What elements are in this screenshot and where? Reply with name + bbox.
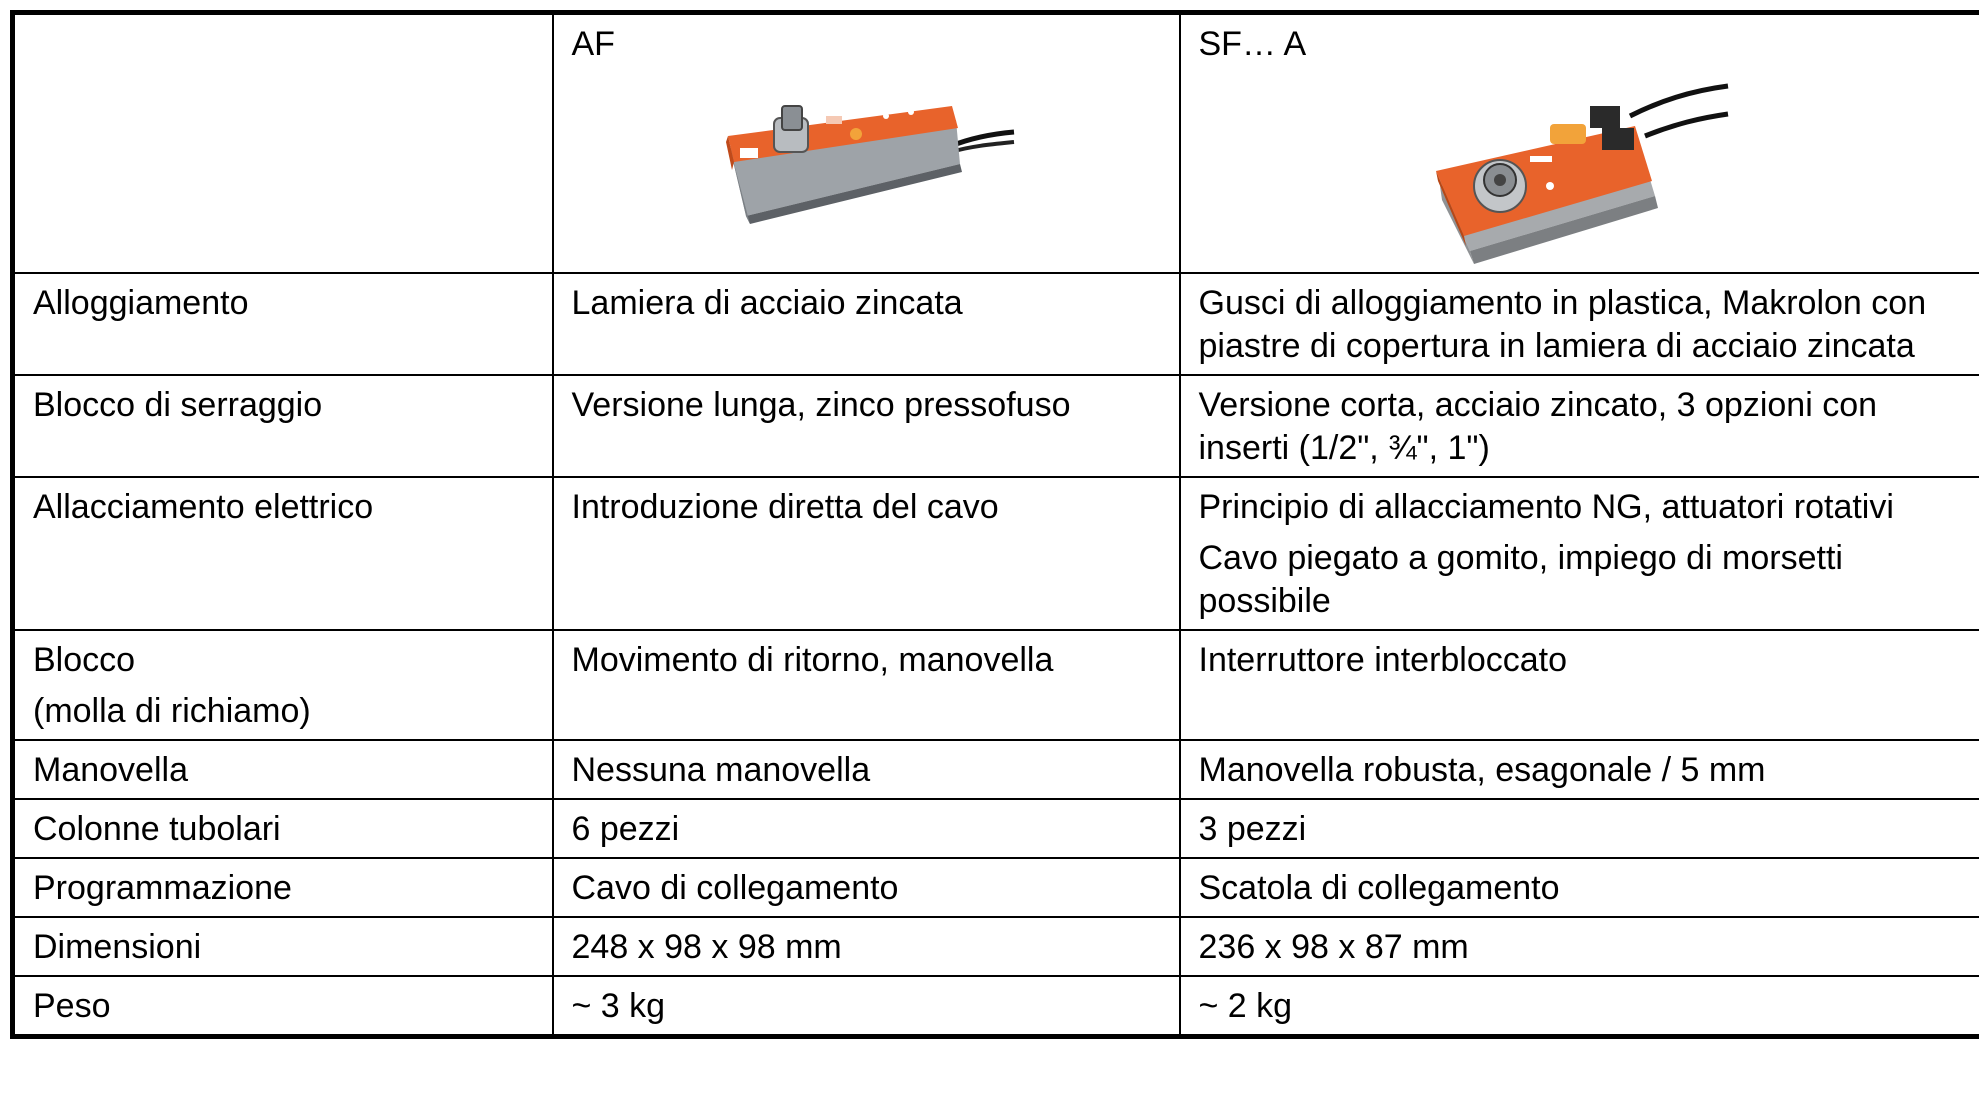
row-label: Allacciamento elettrico (11, 476, 554, 631)
sf-cell-text: Scatola di collegamento (1198, 869, 1560, 907)
table-row: Colonne tubolari 6 pezzi 3 pezzi (11, 798, 1979, 859)
row-label-text: Alloggiamento (33, 284, 249, 322)
table-row: Programmazione Cavo di collegamento Scat… (11, 857, 1979, 918)
row-label-text: Colonne tubolari (33, 810, 281, 848)
header-sf-label: SF… A (1198, 25, 1307, 63)
row-label: Alloggiamento (11, 272, 554, 376)
sf-cell: Manovella robusta, esagonale / 5 mm (1178, 739, 1979, 800)
sf-cell-text: Interruttore interbloccato (1198, 641, 1568, 679)
af-cell-text: Introduzione diretta del cavo (571, 488, 999, 526)
header-af: AF (551, 11, 1181, 274)
sf-cell: 3 pezzi (1178, 798, 1979, 859)
table-row: Manovella Nessuna manovella Manovella ro… (11, 739, 1979, 800)
sf-cell-text: Gusci di alloggiamento in plastica, Makr… (1198, 284, 1927, 365)
table-row: Blocco (molla di richiamo) Movimento di … (11, 629, 1979, 741)
row-label: Peso (11, 975, 554, 1038)
row-label-subtext: (molla di richiamo) (33, 692, 311, 730)
header-row: AF (11, 11, 1979, 274)
sf-cell: Principio di allacciamento NG, attuatori… (1178, 476, 1979, 631)
sf-cell: Versione corta, acciaio zincato, 3 opzio… (1178, 374, 1979, 478)
row-label-text: Manovella (33, 751, 188, 789)
af-cell: 248 x 98 x 98 mm (551, 916, 1181, 977)
sf-cell-text: 3 pezzi (1198, 810, 1307, 848)
table-row: Allacciamento elettrico Introduzione dir… (11, 476, 1979, 631)
sf-cell: 236 x 98 x 87 mm (1178, 916, 1979, 977)
af-cell-text: ~ 3 kg (571, 987, 666, 1025)
table-row: Dimensioni 248 x 98 x 98 mm 236 x 98 x 8… (11, 916, 1979, 977)
row-label-text: Programmazione (33, 869, 292, 907)
row-label: Colonne tubolari (11, 798, 554, 859)
af-cell: Cavo di collegamento (551, 857, 1181, 918)
row-label-text: Allacciamento elettrico (33, 488, 374, 526)
af-cell: Versione lunga, zinco pressofuso (551, 374, 1181, 478)
af-cell-text: Movimento di ritorno, manovella (571, 641, 1054, 679)
af-cell-text: 248 x 98 x 98 mm (571, 928, 842, 966)
af-cell: ~ 3 kg (551, 975, 1181, 1038)
header-af-label: AF (571, 25, 615, 63)
sf-cell: ~ 2 kg (1178, 975, 1979, 1038)
row-label-text: Blocco (33, 641, 136, 679)
header-empty-cell (11, 11, 554, 274)
sf-cell: Interruttore interbloccato (1178, 629, 1979, 741)
af-cell-text: Nessuna manovella (571, 751, 871, 789)
row-label-text: Blocco di serraggio (33, 386, 323, 424)
row-label-text: Dimensioni (33, 928, 202, 966)
row-label: Manovella (11, 739, 554, 800)
table-row: Peso ~ 3 kg ~ 2 kg (11, 975, 1979, 1038)
af-actuator-image (726, 105, 1015, 224)
sf-cell-text: Cavo piegato a gomito, impiego di morset… (1198, 539, 1843, 620)
af-cell-text: Cavo di collegamento (571, 869, 899, 907)
table-row: Alloggiamento Lamiera di acciaio zincata… (11, 272, 1979, 376)
sf-cell-text: ~ 2 kg (1198, 987, 1293, 1025)
table-row: Blocco di serraggio Versione lunga, zinc… (11, 374, 1979, 478)
row-label: Blocco (molla di richiamo) (11, 629, 554, 741)
sf-cell: Gusci di alloggiamento in plastica, Makr… (1178, 272, 1979, 376)
comparison-table: AF (10, 10, 1979, 1039)
row-label: Programmazione (11, 857, 554, 918)
row-label: Dimensioni (11, 916, 554, 977)
sf-cell-text: Manovella robusta, esagonale / 5 mm (1198, 751, 1766, 789)
sf-cell: Scatola di collegamento (1178, 857, 1979, 918)
row-label-text: Peso (33, 987, 111, 1025)
sf-cell-text: Principio di allacciamento NG, attuatori… (1198, 488, 1894, 526)
header-sf: SF… A (1178, 11, 1979, 274)
af-cell: Lamiera di acciaio zincata (551, 272, 1181, 376)
sf-cell-text: 236 x 98 x 87 mm (1198, 928, 1469, 966)
af-cell-text: Lamiera di acciaio zincata (571, 284, 963, 322)
row-label: Blocco di serraggio (11, 374, 554, 478)
af-cell: Nessuna manovella (551, 739, 1181, 800)
af-cell: Introduzione diretta del cavo (551, 476, 1181, 631)
af-cell-text: 6 pezzi (571, 810, 680, 848)
sf-cell-text: Versione corta, acciaio zincato, 3 opzio… (1198, 386, 1878, 467)
sf-actuator-image (1435, 83, 1729, 264)
af-cell-text: Versione lunga, zinco pressofuso (571, 386, 1071, 424)
af-cell: 6 pezzi (551, 798, 1181, 859)
af-cell: Movimento di ritorno, manovella (551, 629, 1181, 741)
